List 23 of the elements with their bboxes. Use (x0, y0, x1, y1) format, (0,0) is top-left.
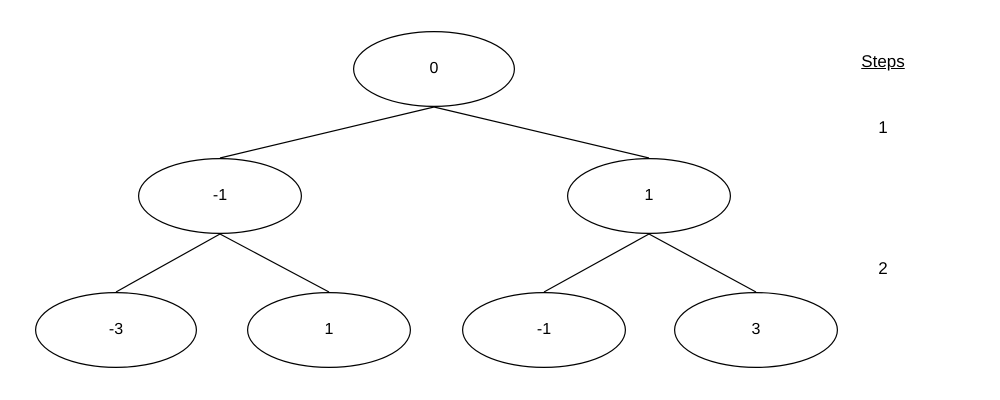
node-label: -1 (536, 321, 552, 339)
ellipse-node (138, 158, 302, 234)
step-number: 2 (878, 259, 888, 279)
node-label: -3 (108, 321, 124, 339)
node-label: 1 (644, 187, 654, 205)
ellipse-node (35, 292, 197, 368)
node-label: 1 (324, 321, 334, 339)
connector-line (544, 233, 650, 293)
connector-line (116, 233, 220, 293)
connector-line (220, 233, 330, 293)
column-heading: Steps (861, 52, 905, 72)
ellipse-node (247, 292, 411, 368)
step-number: 1 (878, 118, 888, 138)
node-label: -1 (212, 187, 228, 205)
connector-line (220, 106, 434, 159)
node-label: 0 (430, 60, 438, 78)
connector-line (434, 106, 650, 159)
node-label: 3 (752, 321, 760, 339)
ellipse-node (353, 31, 515, 107)
connector-line (648, 233, 756, 293)
ellipse-node (674, 292, 838, 368)
ellipse-node (567, 158, 731, 234)
ellipse-node (462, 292, 626, 368)
